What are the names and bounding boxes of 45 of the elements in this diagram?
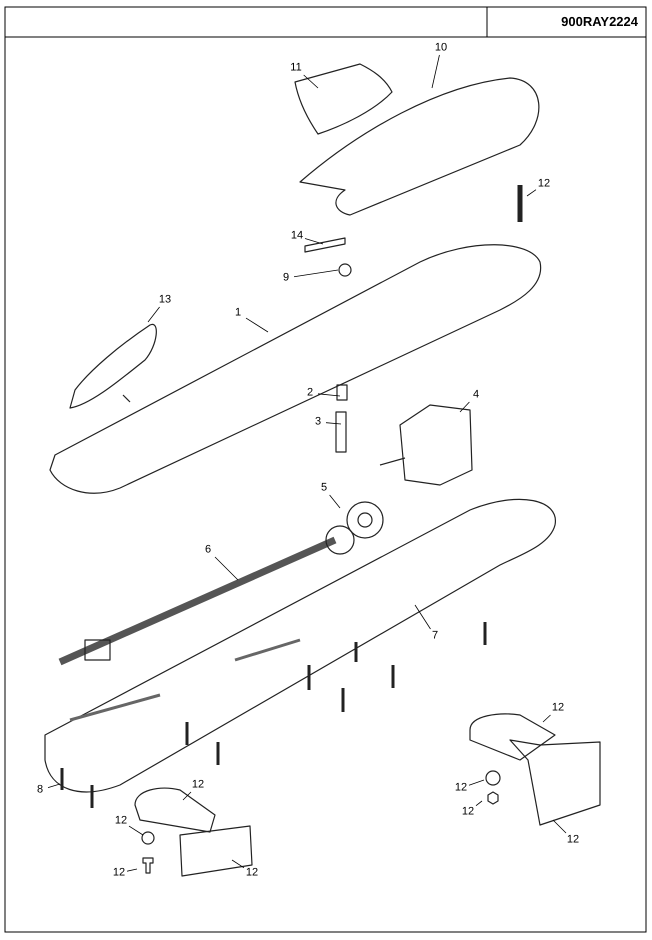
callout-number: 5 bbox=[320, 482, 328, 494]
callout-number: 3 bbox=[314, 416, 322, 428]
leader-line bbox=[526, 189, 536, 196]
callout-number: 12 bbox=[552, 702, 564, 714]
callout-number: 12 bbox=[246, 866, 258, 880]
callout-number: 12 bbox=[538, 178, 550, 190]
callout-number: 12 bbox=[114, 814, 128, 828]
leader-line bbox=[552, 820, 566, 834]
callout-number: 12 bbox=[112, 866, 126, 880]
leader-line bbox=[414, 604, 431, 630]
leader-line bbox=[294, 270, 338, 278]
callout-number: 7 bbox=[432, 630, 438, 642]
leader-line bbox=[326, 422, 342, 424]
callout-number: 9 bbox=[282, 272, 290, 284]
leader-line bbox=[126, 868, 138, 872]
leader-line bbox=[542, 714, 551, 722]
callout-number: 6 bbox=[204, 544, 212, 556]
leader-line bbox=[460, 402, 470, 412]
callout-number: 12 bbox=[192, 778, 204, 792]
leader-line bbox=[246, 318, 268, 332]
callout-number: 14 bbox=[290, 230, 304, 242]
leader-line bbox=[128, 826, 144, 836]
callout-number: 13 bbox=[158, 294, 172, 306]
leader-line bbox=[182, 792, 192, 800]
leader-line bbox=[304, 238, 324, 244]
callout-number: 1 bbox=[234, 306, 242, 320]
callout-number: 11 bbox=[290, 62, 302, 74]
drawing-number: 900RAY2224 bbox=[561, 14, 638, 29]
leader-line bbox=[214, 556, 238, 580]
leader-line bbox=[303, 74, 318, 88]
callout-number: 2 bbox=[306, 386, 314, 400]
leader-line bbox=[476, 800, 482, 806]
callout-number: 4 bbox=[472, 388, 480, 402]
leader-line bbox=[232, 860, 244, 868]
leader-line bbox=[48, 784, 60, 788]
leader-line bbox=[468, 780, 484, 786]
callout-number: 12 bbox=[566, 834, 580, 846]
leader-line bbox=[318, 393, 340, 396]
leader-line bbox=[432, 54, 440, 88]
callout-number: 8 bbox=[36, 784, 44, 796]
callout-number: 10 bbox=[434, 42, 448, 54]
leader-line bbox=[329, 494, 340, 508]
leader-line bbox=[148, 306, 160, 322]
callout-number: 12 bbox=[454, 782, 468, 794]
callout-number: 12 bbox=[462, 806, 474, 818]
